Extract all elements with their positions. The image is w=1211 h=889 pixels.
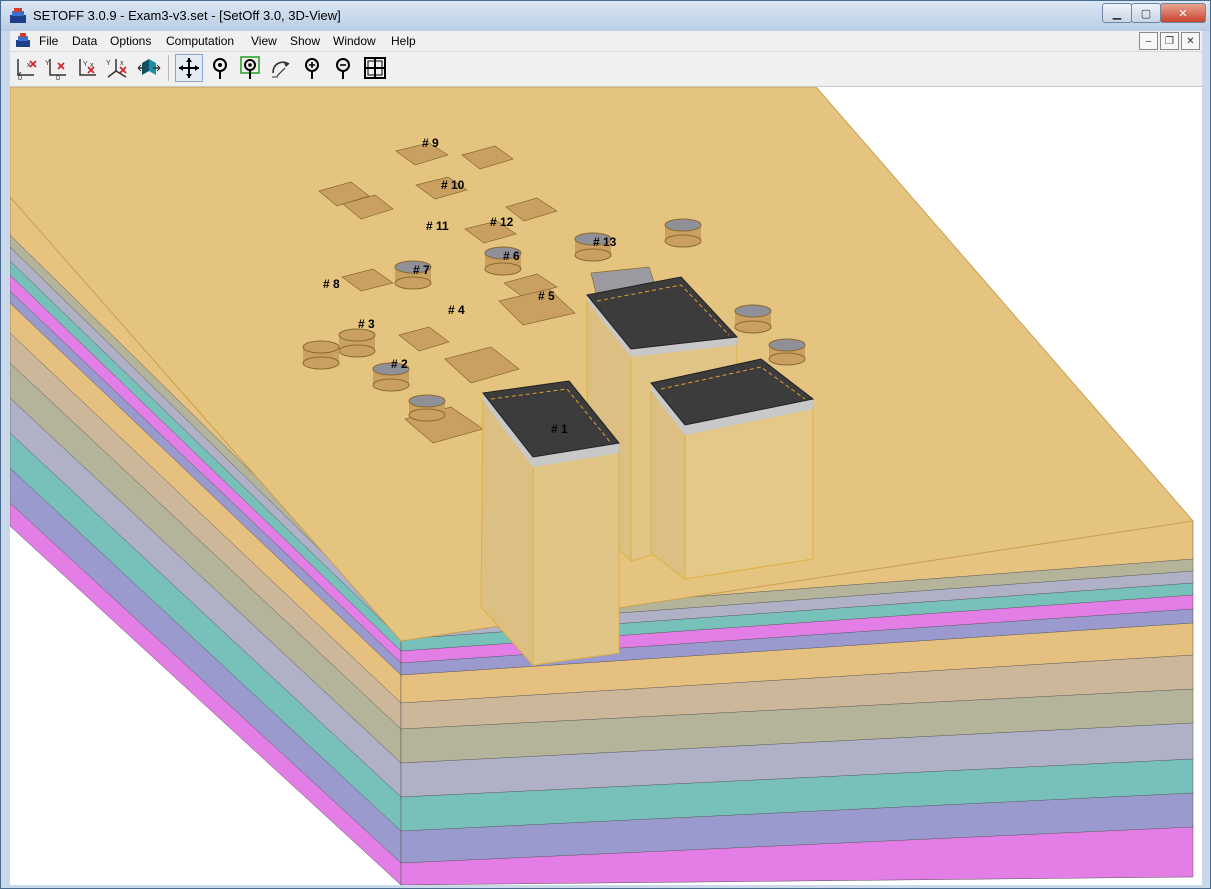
pan-icon [179, 58, 199, 78]
tall-component-front [480, 380, 620, 667]
close-icon: ✕ [1178, 7, 1188, 20]
probe-select-button[interactable] [236, 54, 264, 82]
label-7: # 7 [413, 263, 430, 277]
label-9: # 9 [422, 136, 439, 150]
label-8: # 8 [323, 277, 340, 291]
menu-file[interactable]: File [39, 34, 59, 48]
svg-text:Y: Y [45, 60, 50, 67]
rotate-button[interactable] [267, 54, 295, 82]
maximize-icon: ▢ [1140, 7, 1152, 20]
menu-window[interactable]: Window [333, 34, 376, 48]
3d-view[interactable]: # 1 # 2 # 3 # 4 # 5 # 6 # 7 # 8 # 9 # 10… [10, 87, 1202, 885]
grid-icon [364, 57, 386, 79]
component-labels: # 1 # 2 # 3 # 4 # 5 # 6 # 7 # 8 # 9 # 10… [323, 136, 617, 436]
probe-plus-icon [305, 58, 319, 79]
restore-icon: ❐ [1165, 35, 1174, 47]
minimize-icon: – [1145, 35, 1152, 47]
svg-text:D: D [56, 76, 61, 81]
tall-component-right [650, 358, 815, 581]
svg-text:Y: Y [106, 60, 111, 67]
label-11: # 11 [426, 219, 449, 233]
menu-help[interactable]: Help [391, 34, 416, 48]
mdi-restore-button[interactable]: ❐ [1160, 32, 1179, 50]
svg-text:Y: Y [83, 61, 88, 68]
probe-plus-button[interactable] [298, 54, 326, 82]
mdi-close-button[interactable]: ✕ [1181, 32, 1200, 50]
document-icon[interactable] [15, 33, 31, 48]
probe-minus-icon [336, 58, 350, 79]
label-2: # 2 [391, 357, 408, 371]
probe-select-icon [240, 56, 260, 79]
svg-text:x: x [120, 60, 124, 67]
menu-show[interactable]: Show [290, 34, 321, 48]
rotate-icon [272, 61, 290, 78]
layer-stack [10, 196, 1194, 885]
label-3: # 3 [358, 317, 375, 331]
menu-data[interactable]: Data [72, 34, 98, 48]
probe-icon [213, 58, 227, 79]
svg-text:D: D [18, 76, 23, 81]
probe-button[interactable] [206, 54, 234, 82]
label-6: # 6 [503, 249, 520, 263]
app-icon [9, 8, 27, 24]
label-10: # 10 [441, 178, 465, 192]
close-icon: ✕ [1186, 35, 1195, 47]
maximize-button[interactable]: ▢ [1131, 3, 1161, 23]
label-4: # 4 [448, 303, 465, 317]
label-12: # 12 [490, 215, 514, 229]
mdi-minimize-button[interactable]: – [1139, 32, 1158, 50]
minimize-icon: ▁ [1112, 7, 1122, 20]
pan-button[interactable] [175, 54, 203, 82]
label-1: # 1 [551, 422, 568, 436]
window-title: SETOFF 3.0.9 - Exam3-v3.set - [SetOff 3.… [33, 8, 341, 23]
title-bar[interactable]: SETOFF 3.0.9 - Exam3-v3.set - [SetOff 3.… [1, 1, 1210, 31]
pcb-3d-scene[interactable]: # 1 # 2 # 3 # 4 # 5 # 6 # 7 # 8 # 9 # 10… [10, 87, 1202, 885]
view-front-icon: xD [17, 59, 37, 81]
minimize-button[interactable]: ▁ [1102, 3, 1132, 23]
view-side-icon: YD [45, 59, 66, 81]
flip-view-icon [137, 59, 161, 75]
close-button[interactable]: ✕ [1160, 3, 1206, 23]
svg-text:x: x [27, 62, 31, 69]
label-5: # 5 [538, 289, 555, 303]
menu-view[interactable]: View [251, 34, 277, 48]
menu-bar: File Data Options Computation View Show … [10, 31, 1202, 52]
menu-computation[interactable]: Computation [166, 34, 235, 48]
toolbar-separator [168, 55, 169, 81]
grid-button[interactable] [361, 54, 389, 82]
flip-view-button[interactable] [135, 54, 163, 82]
label-13: # 13 [593, 235, 617, 249]
menu-options[interactable]: Options [110, 34, 152, 48]
svg-text:x: x [90, 62, 94, 69]
probe-minus-button[interactable] [329, 54, 357, 82]
smd-components [318, 142, 658, 444]
